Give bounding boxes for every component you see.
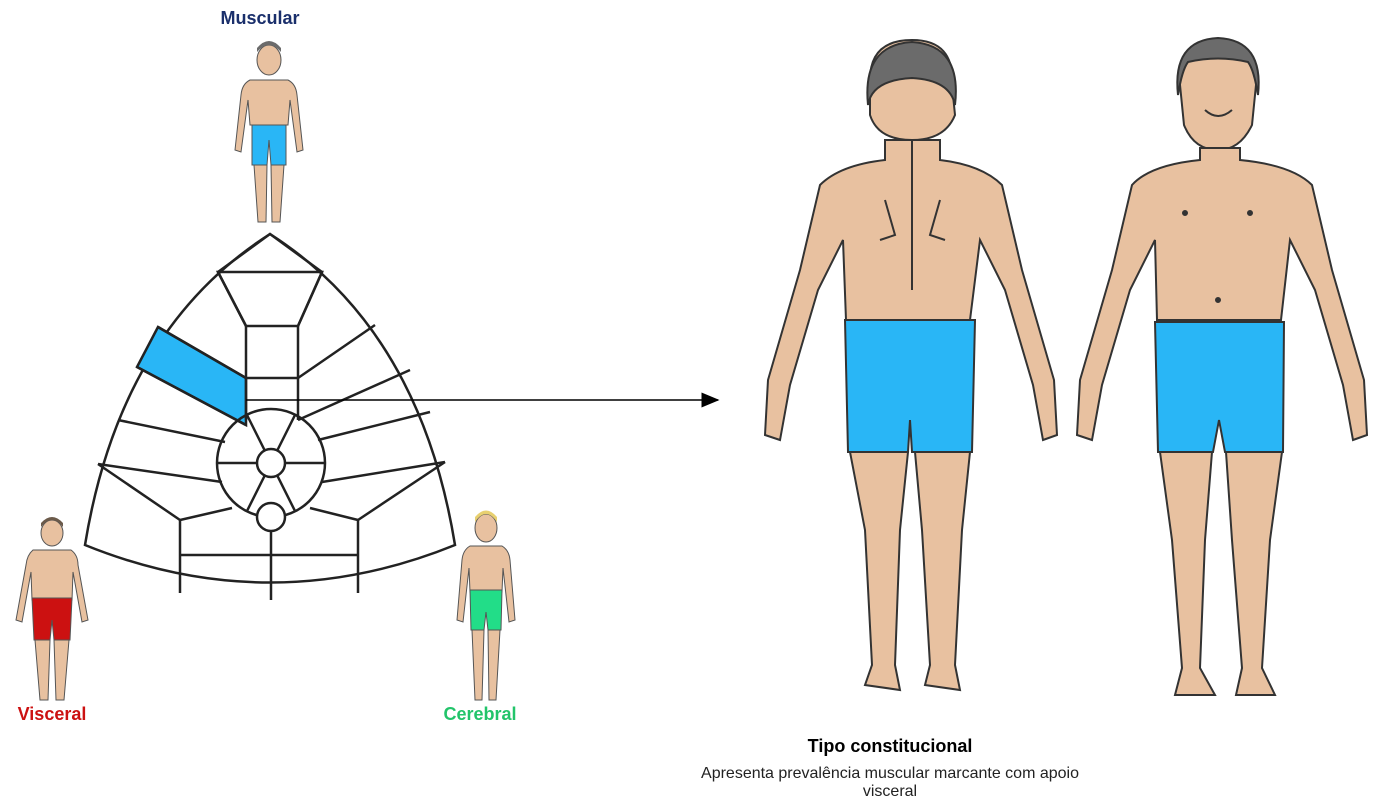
constitution-triangle <box>85 234 455 600</box>
caption-description: Apresenta prevalência muscular marcante … <box>680 765 1100 801</box>
visceral-label: Visceral <box>2 704 102 725</box>
cerebral-label: Cerebral <box>430 704 530 725</box>
visceral-figure <box>16 517 88 700</box>
muscular-label: Muscular <box>210 8 310 29</box>
caption-title: Tipo constitucional <box>680 736 1100 757</box>
figure-front-icon <box>1077 38 1367 695</box>
cerebral-figure <box>457 511 515 701</box>
muscular-figure <box>235 41 303 222</box>
figure-back-icon <box>765 40 1057 690</box>
caption: Tipo constitucional Apresenta prevalênci… <box>680 736 1100 801</box>
